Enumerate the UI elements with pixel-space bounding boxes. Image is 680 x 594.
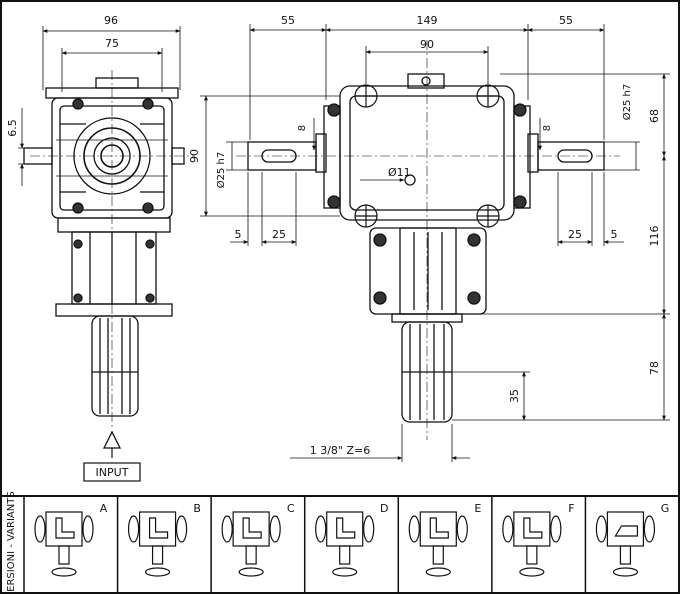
variant-label-f: F (568, 502, 574, 515)
input-label: INPUT (96, 466, 129, 479)
variant-cell-f: F (491, 496, 575, 593)
variant-cell-c: C (210, 496, 295, 593)
dim-shaft-dia-left: Ø25 h7 (215, 152, 227, 188)
dim-left-25: 25 (272, 228, 286, 241)
dim-side-6-5: 6.5 (6, 119, 19, 137)
dim-height-90: 90 (188, 149, 201, 163)
variant-label-d: D (380, 502, 388, 515)
dim-left-shaft-55: 55 (281, 14, 295, 27)
dim-key-right-8: 8 (542, 125, 553, 131)
dim-bolt-spacing-90: 90 (420, 38, 434, 51)
variants-header: VERSIONI - VARIANTS (6, 491, 17, 594)
dim-center-149: 149 (417, 14, 438, 27)
variant-cell-a: A (34, 502, 108, 577)
dim-key-left-8: 8 (297, 125, 308, 131)
variant-label-c: C (287, 502, 295, 515)
variant-cells: A B C D E F G (34, 496, 670, 593)
dim-top-68: 68 (648, 109, 661, 123)
front-view (200, 24, 670, 462)
dim-side-width-96: 96 (104, 14, 118, 27)
variants-strip (1, 495, 679, 593)
variant-label-b: B (193, 502, 201, 515)
variant-cell-d: D (303, 496, 389, 593)
variant-label-a: A (100, 502, 108, 515)
dim-side-width-75: 75 (105, 37, 119, 50)
dim-bottom-78: 78 (648, 361, 661, 375)
dim-right-25: 25 (568, 228, 582, 241)
dim-bore-11: Ø11 (388, 166, 411, 179)
variant-cell-e: E (397, 496, 481, 593)
dim-shaft-len-35: 35 (508, 389, 521, 403)
dim-right-shaft-55: 55 (559, 14, 573, 27)
variant-label-e: E (474, 502, 481, 515)
variant-label-g: G (661, 502, 670, 515)
spline-label: 1 3/8" Z=6 (310, 444, 371, 457)
variant-cell-g: G (584, 496, 670, 593)
variant-cell-b: B (116, 496, 201, 593)
dim-right-5: 5 (611, 228, 618, 241)
dim-shaft-dia-right: Ø25 h7 (621, 84, 633, 120)
dim-mid-116: 116 (648, 226, 661, 247)
side-view (18, 26, 195, 482)
dim-left-5: 5 (235, 228, 242, 241)
